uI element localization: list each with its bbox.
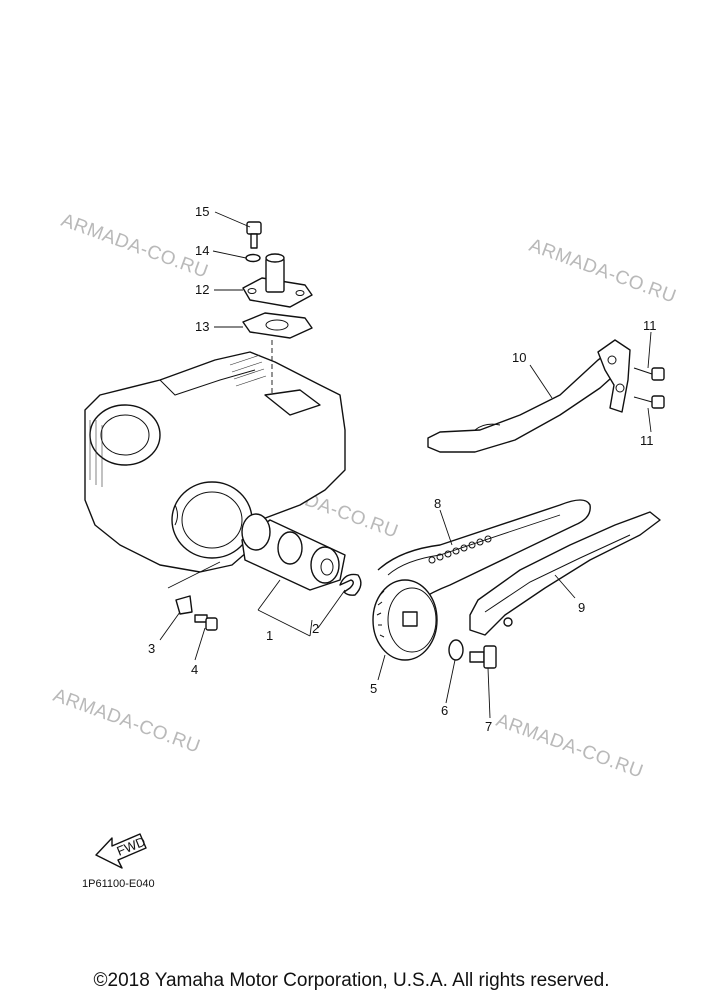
copyright-notice: ©2018 Yamaha Motor Corporation, U.S.A. A… xyxy=(93,970,610,991)
chain-links xyxy=(428,535,492,564)
callout-14: 14 xyxy=(195,243,209,258)
bolt-15 xyxy=(246,221,262,249)
callout-10: 10 xyxy=(512,350,526,365)
callout-5: 5 xyxy=(370,681,377,696)
callout-15: 15 xyxy=(195,204,209,219)
callout-3: 3 xyxy=(148,641,155,656)
clip-2 xyxy=(339,573,362,596)
plate-3 xyxy=(175,595,193,615)
chain-guide-10 xyxy=(427,339,631,453)
watermark: ARMADA-CO.RU xyxy=(50,685,203,758)
gasket-13 xyxy=(242,312,313,339)
tensioner-12 xyxy=(242,253,313,308)
cam-chain-8 xyxy=(377,499,591,601)
callout-12: 12 xyxy=(195,282,209,297)
callout-11-upper: 11 xyxy=(643,318,657,333)
callout-11-lower: 11 xyxy=(640,433,654,448)
callout-9: 9 xyxy=(578,600,585,615)
callout-7: 7 xyxy=(485,719,492,734)
camshaft-1 xyxy=(241,513,346,591)
chain-guide-9 xyxy=(469,511,661,636)
washer-6 xyxy=(448,639,464,661)
callout-6: 6 xyxy=(441,703,448,718)
callouts: 15 14 12 13 10 11 11 8 9 1 2 3 4 5 6 7 xyxy=(148,204,657,734)
fwd-arrow: FWD xyxy=(95,833,148,869)
bolt-11-lower xyxy=(633,395,665,409)
catalog-code: 1P61100-E040 xyxy=(82,878,155,890)
watermark: ARMADA-CO.RU xyxy=(526,235,679,308)
washer-14 xyxy=(245,253,261,263)
leader-lines xyxy=(159,211,652,719)
cam-sprocket-5 xyxy=(372,579,438,661)
watermark: ARMADA-CO.RU xyxy=(493,710,646,783)
watermark: ARMADA-CO.RU xyxy=(58,210,211,283)
bolt-11-upper xyxy=(633,367,665,381)
bolt-4 xyxy=(194,614,218,631)
callout-1: 1 xyxy=(266,628,273,643)
callout-8: 8 xyxy=(434,496,441,511)
callout-13: 13 xyxy=(195,319,209,334)
callout-4: 4 xyxy=(191,662,198,677)
callout-2: 2 xyxy=(312,621,319,636)
bolt-7 xyxy=(469,645,497,669)
cylinder-head xyxy=(84,351,346,573)
